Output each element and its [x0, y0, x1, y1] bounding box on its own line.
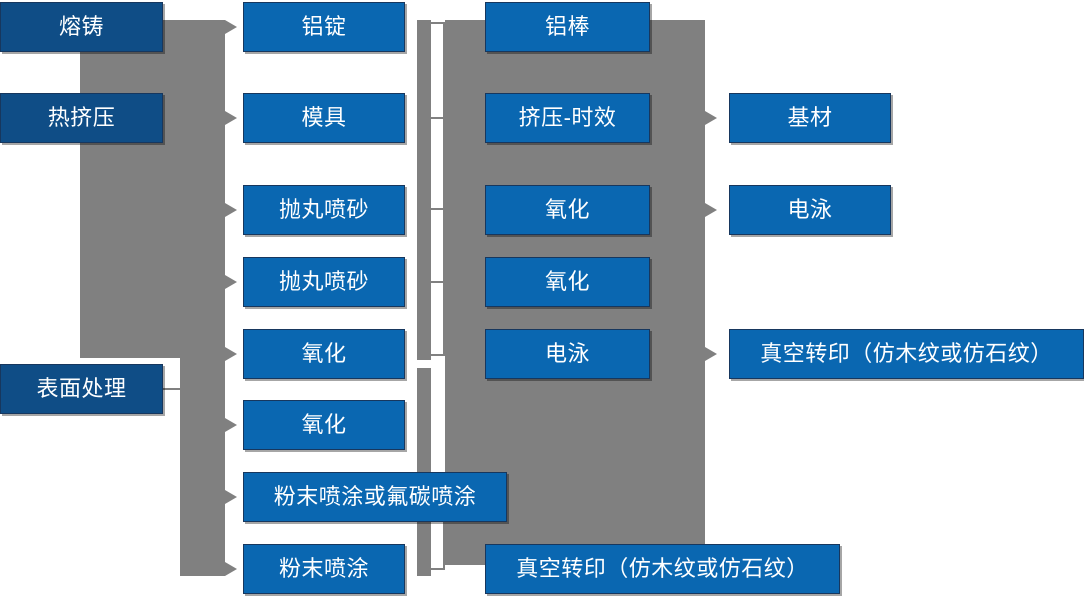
node-label: 氧化: [301, 341, 347, 366]
node-mold[interactable]: 模具: [243, 93, 405, 143]
node-vacuum-transfer-right[interactable]: 真空转印（仿木纹或仿石纹）: [729, 329, 1084, 379]
node-powder-or-fluorocarbon-coating[interactable]: 粉末喷涂或氟碳喷涂: [243, 472, 507, 522]
node-powder-coating[interactable]: 粉末喷涂: [243, 544, 405, 594]
node-label: 铝锭: [301, 14, 347, 39]
node-label: 铝棒: [544, 14, 590, 39]
arrow-to-oxidation-2: [225, 418, 237, 432]
bracket-tie-5: [431, 354, 445, 356]
left-trunk-cutout-c: [0, 358, 170, 368]
node-label: 粉末喷涂: [278, 556, 369, 581]
node-label: 基材: [787, 105, 833, 130]
arrow-to-substrate: [705, 111, 717, 125]
bracket-tie-4: [431, 281, 445, 283]
node-label: 抛丸喷砂: [278, 269, 369, 294]
node-oxidation-c2-1[interactable]: 氧化: [243, 329, 405, 379]
node-electrophoresis-c4[interactable]: 电泳: [729, 185, 891, 235]
node-vacuum-transfer-bottom[interactable]: 真空转印（仿木纹或仿石纹）: [485, 544, 840, 594]
stage-casting-label: 熔铸: [58, 14, 104, 39]
arrow-to-oxidation-1: [225, 347, 237, 361]
node-label: 电泳: [544, 341, 590, 366]
node-label: 氧化: [301, 412, 347, 437]
bracket-tie-3: [431, 208, 445, 210]
node-label: 真空转印（仿木纹或仿石纹）: [516, 556, 809, 581]
node-substrate[interactable]: 基材: [729, 93, 891, 143]
node-label: 真空转印（仿木纹或仿石纹）: [760, 341, 1053, 366]
arrow-to-powder-coating: [225, 562, 237, 576]
bracket-tie-2: [431, 117, 445, 119]
node-aluminum-ingot[interactable]: 铝锭: [243, 2, 405, 52]
node-label: 氧化: [544, 269, 590, 294]
arrow-to-shot-blast-1: [225, 203, 237, 217]
node-electrophoresis-c3[interactable]: 电泳: [485, 329, 650, 379]
arrow-to-aluminum-ingot: [225, 20, 237, 34]
arrow-to-shot-blast-2: [225, 275, 237, 289]
middle-bracket-bar: [417, 20, 431, 360]
node-oxidation-c3-1[interactable]: 氧化: [485, 185, 650, 235]
left-trunk-cutout-b: [0, 143, 80, 358]
arrow-to-electrophoresis: [705, 203, 717, 217]
node-label: 氧化: [544, 197, 590, 222]
left-trunk-cutout-e: [0, 414, 180, 596]
node-label: 挤压-时效: [518, 105, 617, 130]
node-shot-blast-2[interactable]: 抛丸喷砂: [243, 257, 405, 307]
stage-hot-extrusion[interactable]: 热挤压: [0, 93, 163, 143]
stage-surface-treatment-label: 表面处理: [36, 376, 127, 401]
node-label: 抛丸喷砂: [278, 197, 369, 222]
arrow-to-mold: [225, 111, 237, 125]
bracket-tie-6: [431, 568, 445, 570]
node-extrusion-aging[interactable]: 挤压-时效: [485, 93, 650, 143]
node-label: 电泳: [787, 197, 833, 222]
arrow-to-vacuum-transfer: [705, 347, 717, 361]
node-shot-blast-1[interactable]: 抛丸喷砂: [243, 185, 405, 235]
bracket-tie-riser: [443, 22, 445, 356]
node-aluminum-bar[interactable]: 铝棒: [485, 2, 650, 52]
left-trunk-cutout-a: [0, 52, 80, 93]
bracket-tie-riser-lower: [443, 500, 445, 570]
node-label: 粉末喷涂或氟碳喷涂: [273, 484, 477, 509]
stage-casting[interactable]: 熔铸: [0, 2, 163, 52]
left-trunk-notch-arrow: [69, 72, 78, 82]
node-oxidation-c2-2[interactable]: 氧化: [243, 400, 405, 450]
surface-treatment-connector: [163, 388, 185, 390]
node-oxidation-c3-2[interactable]: 氧化: [485, 257, 650, 307]
node-label: 模具: [301, 105, 347, 130]
stage-surface-treatment[interactable]: 表面处理: [0, 364, 163, 414]
stage-hot-extrusion-label: 热挤压: [47, 105, 116, 130]
arrow-to-powder-coating-fluorocarbon: [225, 490, 237, 504]
bracket-tie-1: [431, 22, 445, 24]
